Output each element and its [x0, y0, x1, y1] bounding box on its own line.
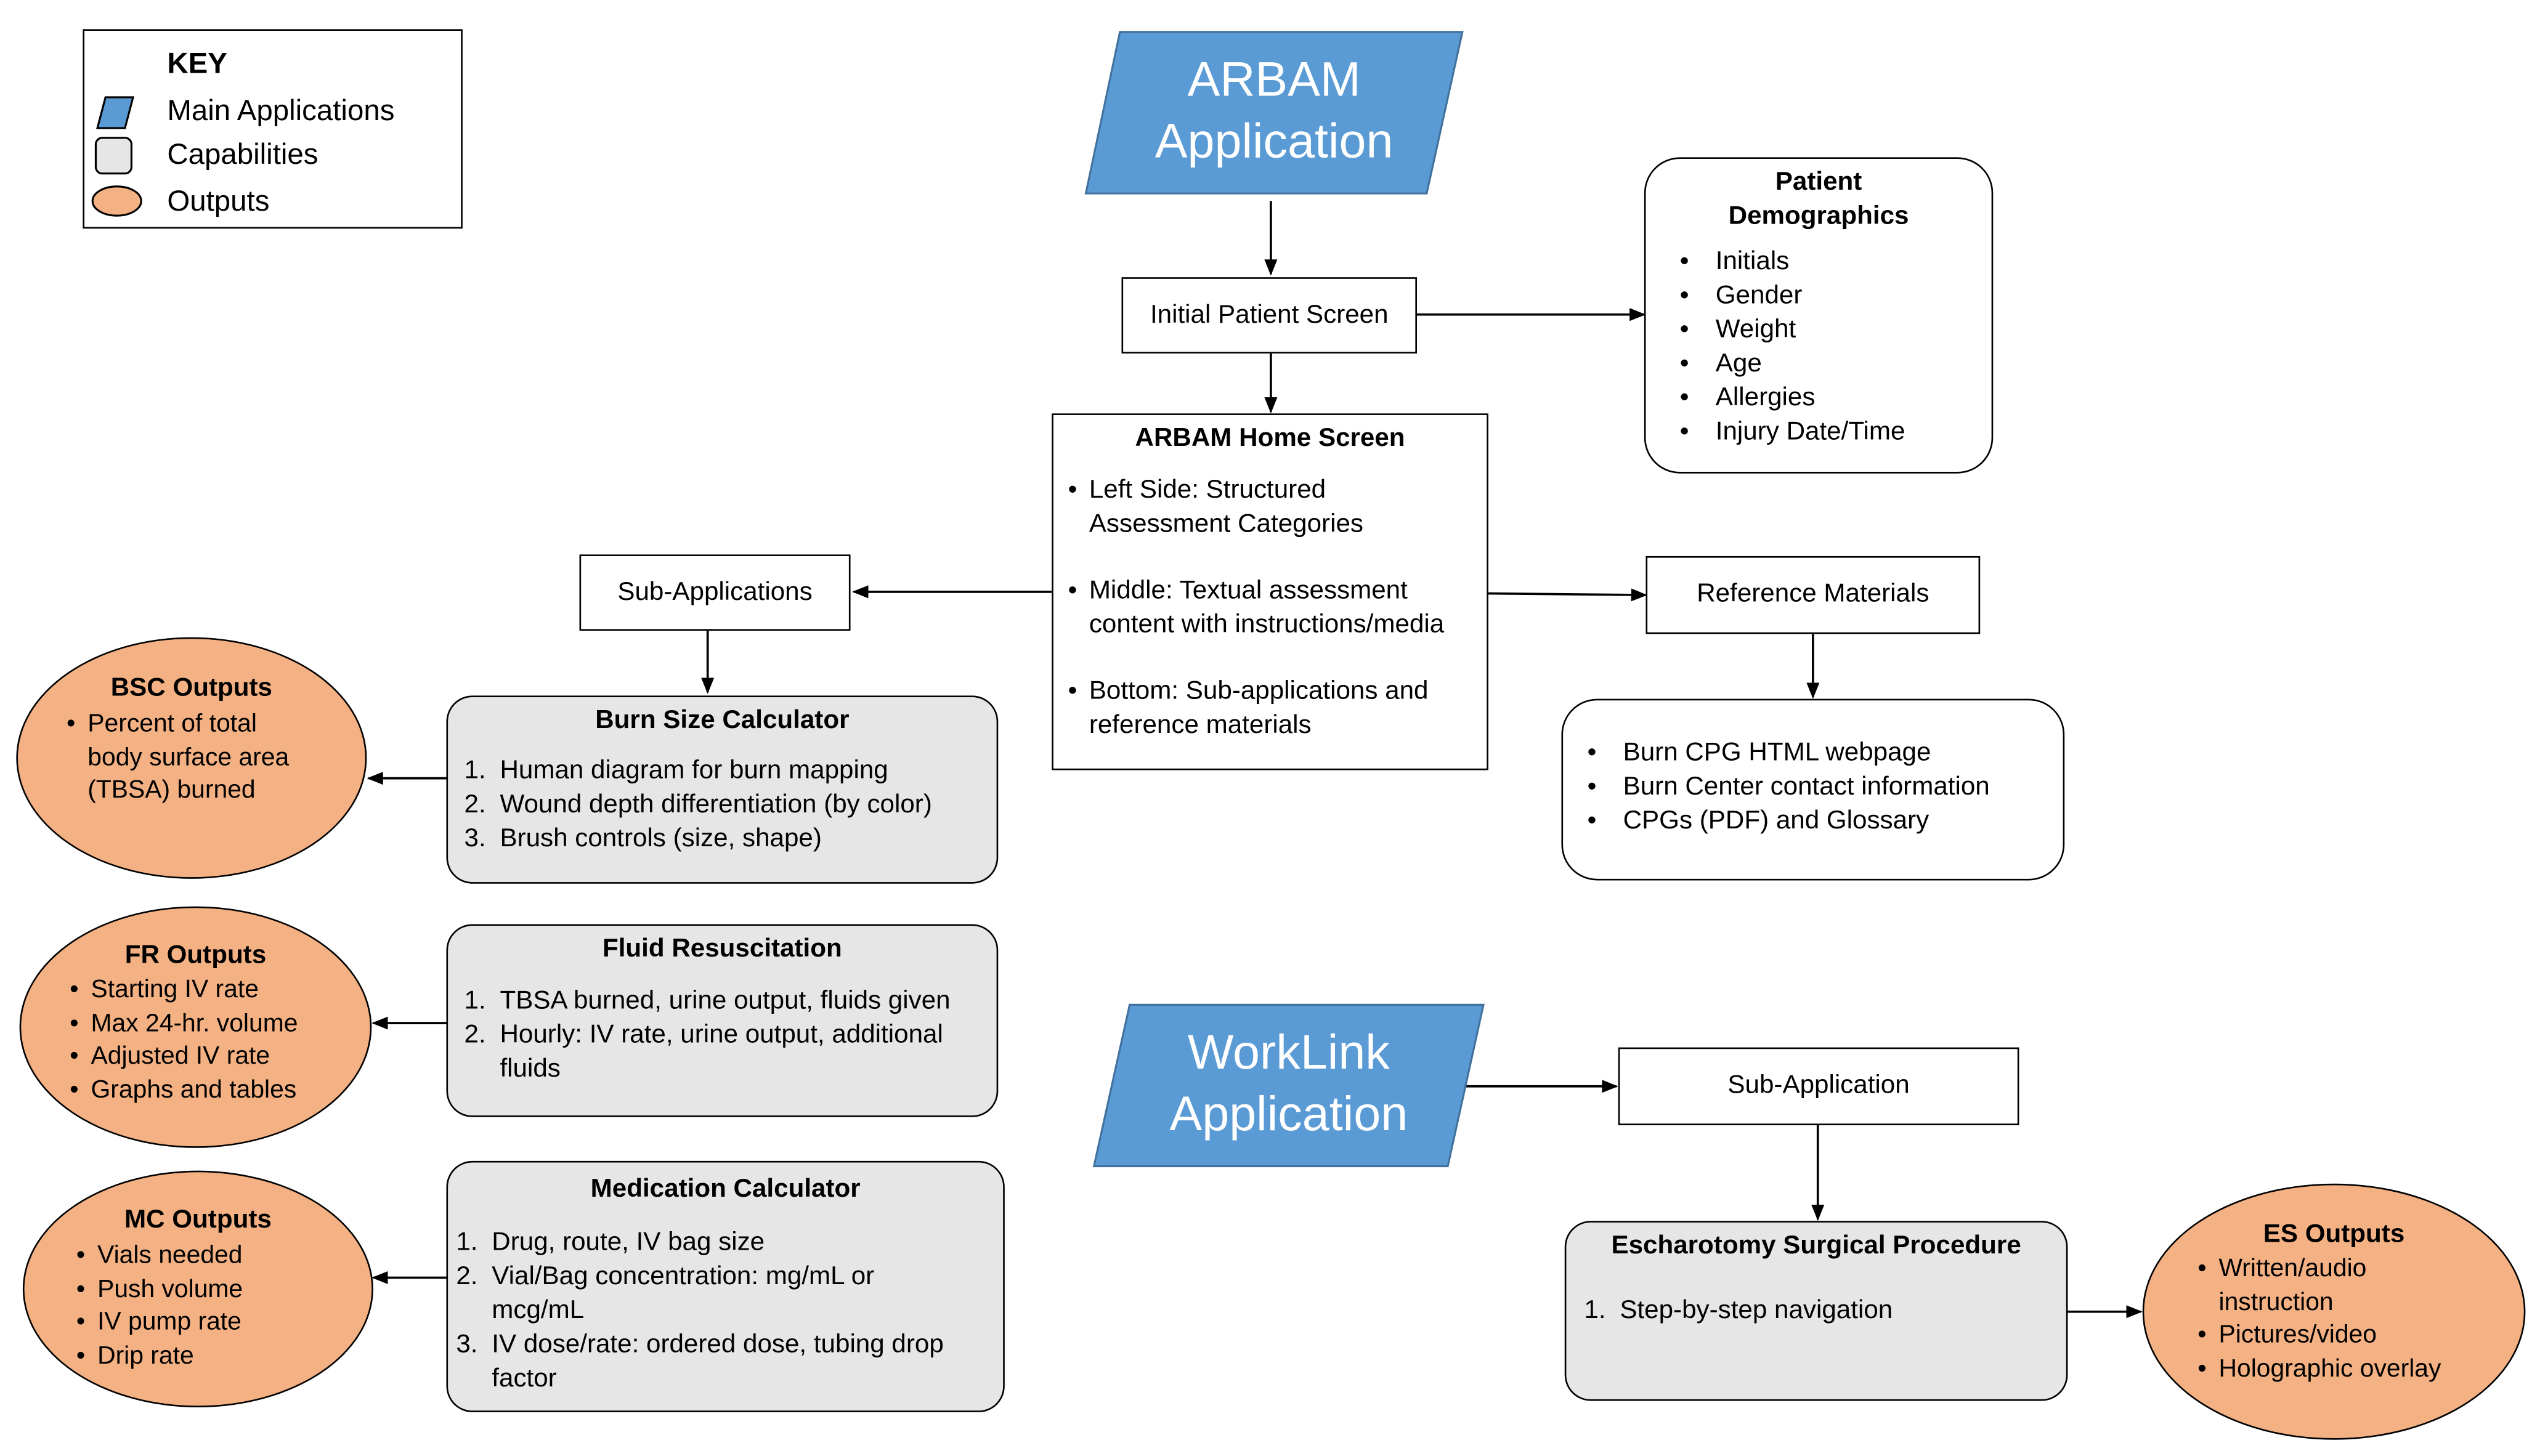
- list-item: •Allergies: [1679, 384, 1816, 412]
- mc-outputs-list: •Vials needed •Push volume •IV pump rate…: [76, 1240, 243, 1373]
- list-item: •Percent of total body surface area (TBS…: [67, 710, 290, 804]
- es-outputs: ES Outputs •Written/audio instruction •P…: [2142, 1183, 2526, 1440]
- rounded-square-icon: [94, 137, 132, 175]
- arbam-application-line2: Application: [1154, 115, 1394, 169]
- list-item: 1.TBSA burned, urine output, fluids give…: [464, 987, 951, 1015]
- worklink-application-line2: Application: [1169, 1088, 1408, 1142]
- fluid-list: 1.TBSA burned, urine output, fluids give…: [464, 984, 986, 1086]
- burn-size-title: Burn Size Calculator: [595, 706, 850, 735]
- list-item: •Holographic overlay: [2197, 1354, 2441, 1383]
- bsc-outputs-title: BSC Outputs: [110, 674, 272, 702]
- reference-materials: Reference Materials: [1645, 556, 1981, 634]
- list-item: 2.Hourly: IV rate, urine output, additio…: [464, 1021, 943, 1083]
- list-item: •IV pump rate: [76, 1308, 241, 1337]
- worklink-sub-application: Sub-Application: [1618, 1047, 2019, 1125]
- mc-outputs: MC Outputs •Vials needed •Push volume •I…: [22, 1170, 373, 1408]
- list-item: •Pictures/video: [2197, 1321, 2377, 1349]
- worklink-application-line1: WorkLink: [1187, 1026, 1390, 1080]
- home-screen-title: ARBAM Home Screen: [1135, 424, 1405, 453]
- list-item: 3.Brush controls (size, shape): [464, 825, 822, 853]
- sub-applications: Sub-Applications: [579, 554, 851, 631]
- escharotomy-procedure: Escharotomy Surgical Procedure 1.Step-by…: [1564, 1221, 2068, 1401]
- list-item: 1.Drug, route, IV bag size: [456, 1229, 765, 1257]
- list-item: •Drip rate: [76, 1341, 194, 1370]
- demographics-list: •Initials •Gender •Weight •Age •Allergie…: [1680, 245, 1905, 450]
- legend-title: KEY: [167, 47, 227, 79]
- legend-main-applications: Main Applications: [167, 94, 395, 127]
- legend: KEY Main Applications Capabilities Outpu…: [83, 29, 463, 229]
- list-item: 2.Vial/Bag concentration: mg/mL or mcg/m…: [456, 1263, 875, 1325]
- list-item: •Adjusted IV rate: [70, 1042, 270, 1070]
- reference-list: •Burn CPG HTML webpage •Burn Center cont…: [1588, 736, 1990, 838]
- list-item: 1.Step-by-step navigation: [1584, 1297, 1893, 1325]
- es-outputs-list: •Written/audio instruction •Pictures/vid…: [2197, 1253, 2441, 1386]
- initial-patient-screen: Initial Patient Screen: [1121, 277, 1418, 354]
- reference-materials-list: •Burn CPG HTML webpage •Burn Center cont…: [1561, 698, 2065, 881]
- demographics-title: Patient Demographics: [1728, 168, 1909, 230]
- fluid-title: Fluid Resuscitation: [602, 935, 842, 963]
- list-item: •Bottom: Sub-applications and reference …: [1068, 677, 1429, 740]
- arbam-home-screen: ARBAM Home Screen •Left Side: Structured…: [1052, 413, 1488, 770]
- list-item: •Written/audio instruction: [2197, 1255, 2367, 1316]
- fluid-resuscitation: Fluid Resuscitation 1.TBSA burned, urine…: [446, 924, 999, 1117]
- parallelogram-icon: [96, 96, 135, 129]
- list-item: •Vials needed: [76, 1242, 243, 1270]
- list-item: •Burn CPG HTML webpage: [1587, 739, 1931, 767]
- escharotomy-list: 1.Step-by-step navigation: [1584, 1294, 1893, 1328]
- medication-title: Medication Calculator: [590, 1175, 861, 1203]
- list-item: 1.Human diagram for burn mapping: [464, 757, 888, 785]
- list-item: •Age: [1679, 350, 1762, 378]
- medication-list: 1.Drug, route, IV bag size 2.Vial/Bag co…: [456, 1226, 995, 1396]
- list-item: •Weight: [1679, 316, 1796, 344]
- list-item: •Starting IV rate: [70, 976, 259, 1004]
- arbam-application: ARBAM Application: [1084, 31, 1464, 195]
- fr-outputs-list: •Starting IV rate •Max 24-hr. volume •Ad…: [70, 974, 298, 1107]
- es-outputs-title: ES Outputs: [2263, 1221, 2405, 1249]
- escharotomy-title: Escharotomy Surgical Procedure: [1611, 1232, 2021, 1260]
- list-item: •Left Side: Structured Assessment Catego…: [1068, 476, 1363, 538]
- patient-demographics: Patient Demographics •Initials •Gender •…: [1644, 157, 1994, 474]
- legend-capabilities: Capabilities: [167, 137, 319, 171]
- list-item: 2.Wound depth differentiation (by color): [464, 791, 932, 819]
- bsc-outputs-list: •Percent of total body surface area (TBS…: [67, 708, 289, 808]
- list-item: 3.IV dose/rate: ordered dose, tubing dro…: [456, 1331, 944, 1393]
- legend-outputs: Outputs: [167, 185, 270, 217]
- arbam-application-line1: ARBAM: [1187, 53, 1361, 107]
- list-item: •Gender: [1679, 282, 1803, 310]
- list-item: •Injury Date/Time: [1679, 418, 1905, 446]
- arbam-shape: [1084, 31, 1464, 195]
- list-item: •Initials: [1679, 248, 1790, 276]
- burn-size-calculator: Burn Size Calculator 1.Human diagram for…: [446, 695, 999, 884]
- list-item: •Push volume: [76, 1275, 243, 1303]
- bsc-outputs: BSC Outputs •Percent of total body surfa…: [16, 637, 367, 879]
- list-item: •Graphs and tables: [70, 1075, 297, 1104]
- ellipse-icon: [91, 185, 142, 217]
- list-item: •CPGs (PDF) and Glossary: [1587, 807, 1929, 835]
- list-item: •Max 24-hr. volume: [70, 1009, 298, 1037]
- burn-size-list: 1.Human diagram for burn mapping 2.Wound…: [464, 754, 931, 856]
- arrow-home-to-reference: [1487, 588, 1648, 602]
- worklink-application: WorkLink Application: [1092, 1003, 1485, 1168]
- list-item: •Burn Center contact information: [1587, 773, 1990, 801]
- mc-outputs-title: MC Outputs: [124, 1206, 272, 1234]
- fr-outputs-title: FR Outputs: [124, 942, 267, 970]
- worklink-shape: [1092, 1003, 1485, 1168]
- home-screen-list: •Left Side: Structured Assessment Catego…: [1068, 474, 1482, 743]
- list-item: •Middle: Textual assessment content with…: [1068, 577, 1445, 639]
- fr-outputs: FR Outputs •Starting IV rate •Max 24-hr.…: [19, 906, 372, 1148]
- medication-calculator: Medication Calculator 1.Drug, route, IV …: [446, 1160, 1005, 1412]
